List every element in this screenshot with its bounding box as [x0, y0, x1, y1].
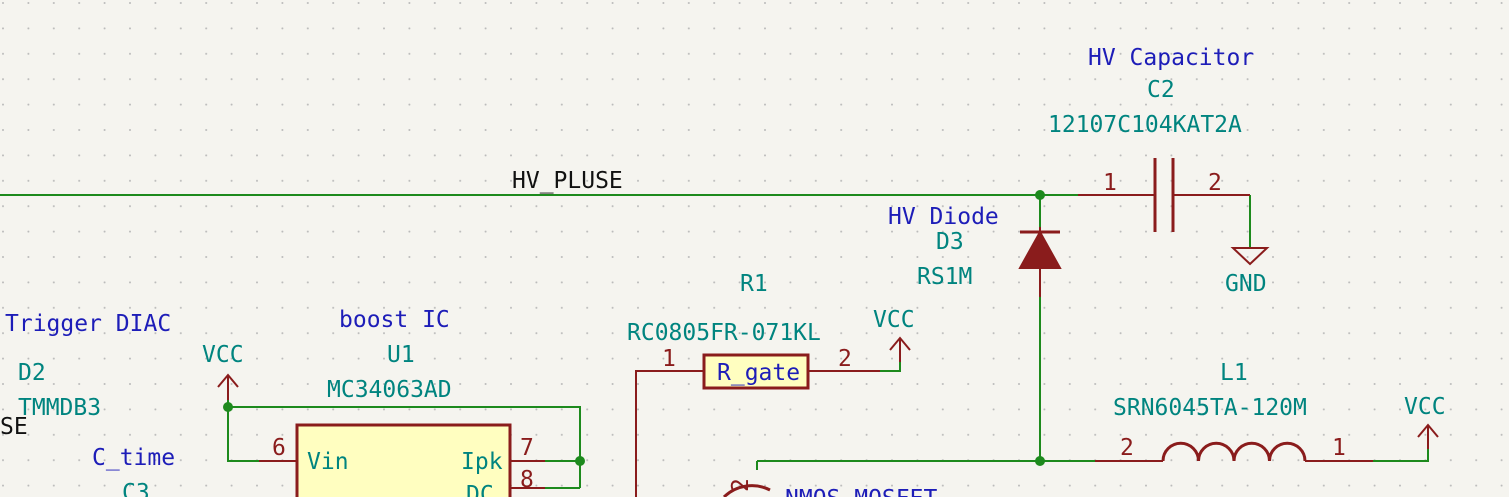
diac-d2[interactable]: Trigger DIAC D2 TMMDB3: [5, 311, 171, 421]
vcc-label-u1: VCC: [202, 342, 244, 368]
c2-pin2: 2: [1208, 170, 1222, 196]
l1-pin1: 1: [1332, 435, 1346, 461]
vcc-symbol-r1[interactable]: VCC: [873, 307, 915, 362]
u1-pin-ipk-name: Ipk: [461, 449, 503, 475]
junction-ipk: [575, 456, 585, 466]
inductor-coil-icon: [1161, 441, 1307, 462]
u1-pin-dc-name: DC: [466, 482, 494, 497]
r1-pin2: 2: [838, 346, 852, 372]
d3-reference: D3: [936, 229, 964, 255]
q1-description: NMOS MOSFET: [785, 486, 937, 497]
junction-hv: [1035, 190, 1045, 200]
junction-vcc-u1: [223, 402, 233, 412]
u1-reference: U1: [387, 342, 415, 368]
l1-value: SRN6045TA-120M: [1113, 395, 1307, 421]
u1-pin-vin-name: Vin: [307, 449, 349, 475]
wire-l1-vcc[interactable]: [1373, 447, 1429, 462]
u1-description: boost IC: [339, 307, 450, 333]
resistor-r1[interactable]: R1 RC0805FR-071KL R_gate 1 2: [627, 271, 880, 497]
gnd-icon: [1230, 247, 1270, 266]
c3-reference: C3: [122, 480, 150, 497]
r1-body: [702, 353, 810, 390]
r1-pin1: 1: [662, 346, 676, 372]
u1-pin-dc-number: 8: [520, 467, 534, 493]
d3-description: HV Diode: [888, 204, 999, 230]
r1-body-label: R_gate: [717, 360, 800, 386]
l1-reference: L1: [1220, 360, 1248, 386]
ic-u1[interactable]: boost IC U1 MC34063AD 6 Vin 7 Ipk 8 DC: [259, 307, 545, 497]
capacitor-c3[interactable]: C_time C3: [92, 445, 175, 497]
d2-value: TMMDB3: [18, 395, 101, 421]
mosfet-outline: [722, 484, 771, 497]
wire-r1-vcc[interactable]: [880, 360, 901, 372]
inductor-l1[interactable]: L1 SRN6045TA-120M 2 1: [1095, 360, 1373, 462]
d2-reference: D2: [18, 360, 46, 386]
vcc-symbol-l1[interactable]: VCC: [1404, 394, 1446, 449]
u1-pin-vin-number: 6: [272, 435, 286, 461]
gnd-label: GND: [1225, 271, 1267, 297]
u1-value: MC34063AD: [327, 377, 452, 403]
diode-d3[interactable]: HV Diode D3 RS1M: [888, 204, 1062, 297]
capacitor-c2[interactable]: HV Capacitor C2 12107C104KAT2A 1 2: [1048, 45, 1254, 232]
r1-value: RC0805FR-071KL: [627, 320, 821, 346]
r1-reference: R1: [740, 271, 768, 297]
net-label-partial[interactable]: SE: [0, 414, 28, 440]
l1-pin2: 2: [1120, 435, 1134, 461]
c2-description: HV Capacitor: [1088, 45, 1254, 71]
c2-reference: C2: [1147, 77, 1175, 103]
vcc-label-l1: VCC: [1404, 394, 1446, 420]
gnd-symbol[interactable]: GND: [1225, 247, 1270, 297]
junction-l1: [1035, 456, 1045, 466]
mosfet-q1[interactable]: 2 NMOS MOSFET: [722, 478, 937, 497]
d2-description: Trigger DIAC: [5, 311, 171, 337]
u1-pin-ipk-number: 7: [520, 435, 534, 461]
c2-pin1: 1: [1103, 170, 1117, 196]
u1-body: [295, 423, 512, 497]
vcc-label-r1: VCC: [873, 307, 915, 333]
c2-value: 12107C104KAT2A: [1048, 112, 1242, 138]
net-label-hv-pluse[interactable]: HV_PLUSE: [512, 168, 623, 194]
q1-pin-number: 2: [728, 478, 754, 492]
d3-value: RS1M: [917, 264, 972, 290]
vcc-symbol-u1[interactable]: VCC: [202, 342, 244, 400]
c3-description: C_time: [92, 445, 175, 471]
wire-u1-vin[interactable]: [227, 400, 259, 462]
